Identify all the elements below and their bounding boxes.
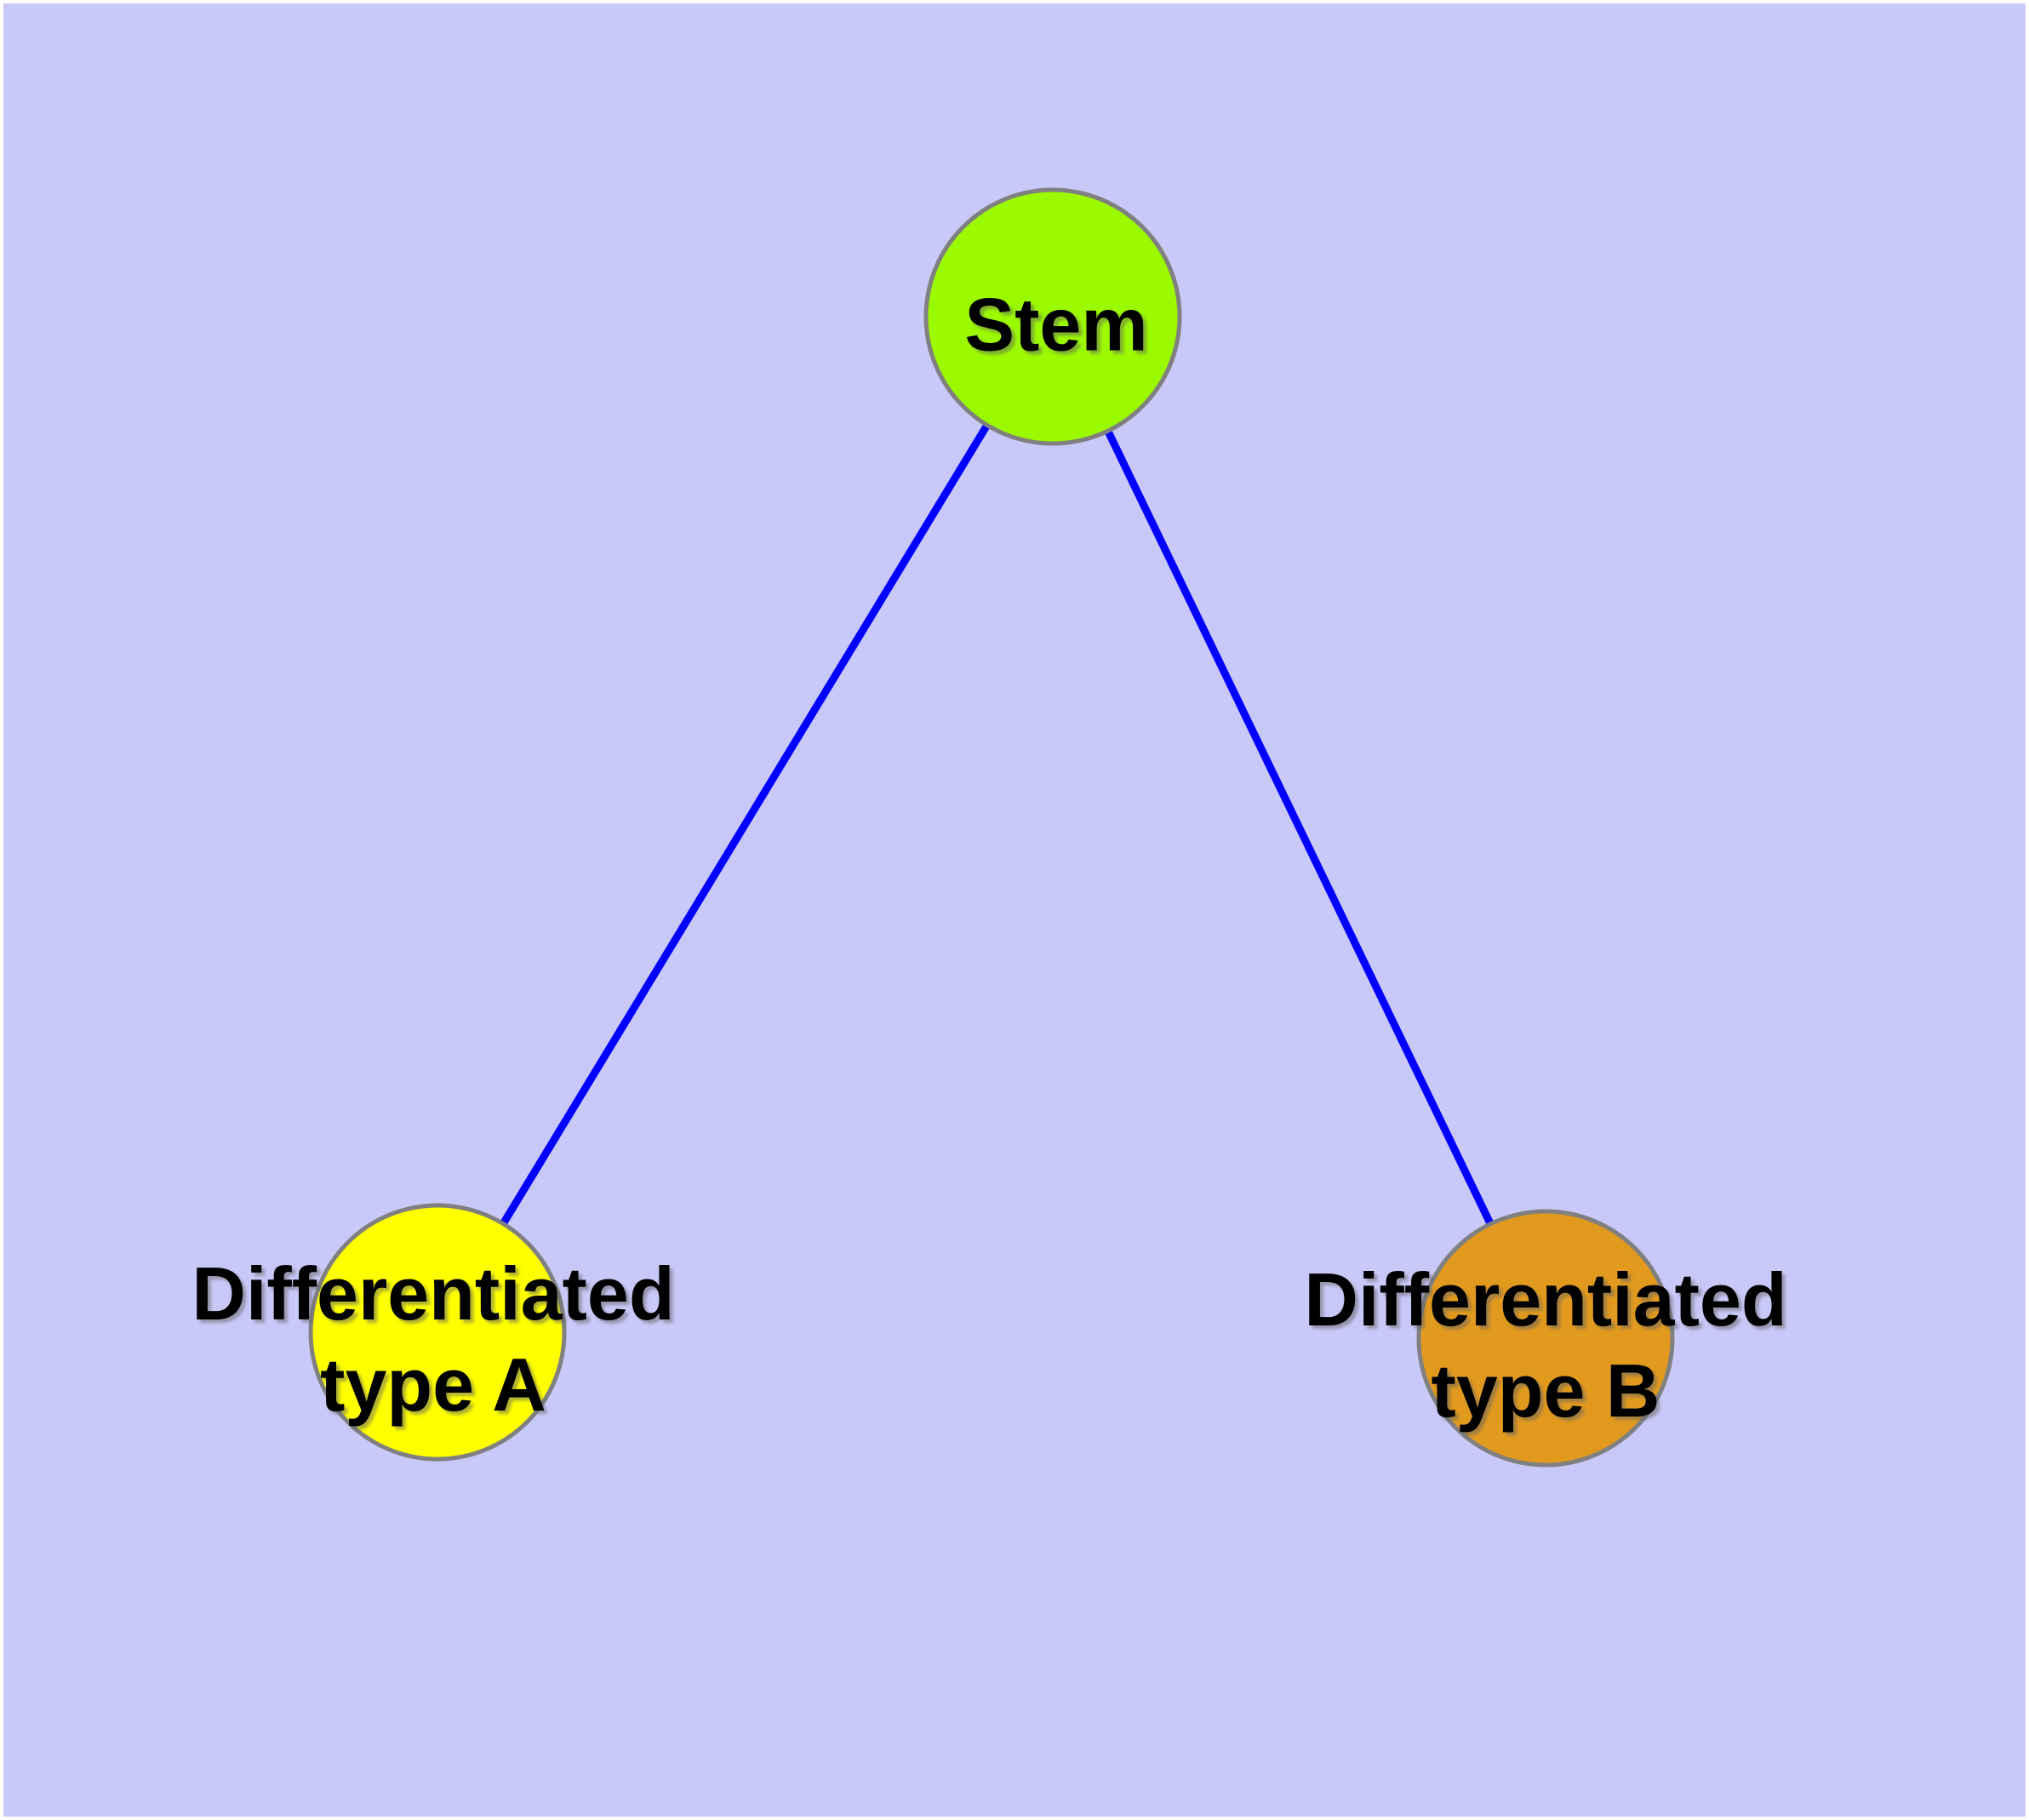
node-differentiated-type-a — [308, 1203, 567, 1462]
node-label-type-b-line1: Differentiated — [1304, 1257, 1787, 1342]
graph-figure — [308, 187, 1675, 1468]
node-label-type-a-line1: Differentiated — [191, 1251, 675, 1336]
edge-stem-to-type-b — [1049, 315, 1550, 1340]
node-label-type-a-line2: type A — [320, 1342, 546, 1427]
node-label-type-b-line2: type B — [1431, 1348, 1660, 1433]
node-stem — [923, 187, 1182, 446]
edge-stem-to-type-a — [434, 314, 1056, 1335]
node-label-stem: Stem — [964, 279, 1147, 370]
node-label-differentiated-type-a: Differentiated type A — [191, 1248, 674, 1430]
node-label-differentiated-type-b: Differentiated type B — [1304, 1254, 1786, 1436]
node-differentiated-type-b — [1416, 1209, 1675, 1468]
node-label-stem-text: Stem — [964, 282, 1148, 367]
